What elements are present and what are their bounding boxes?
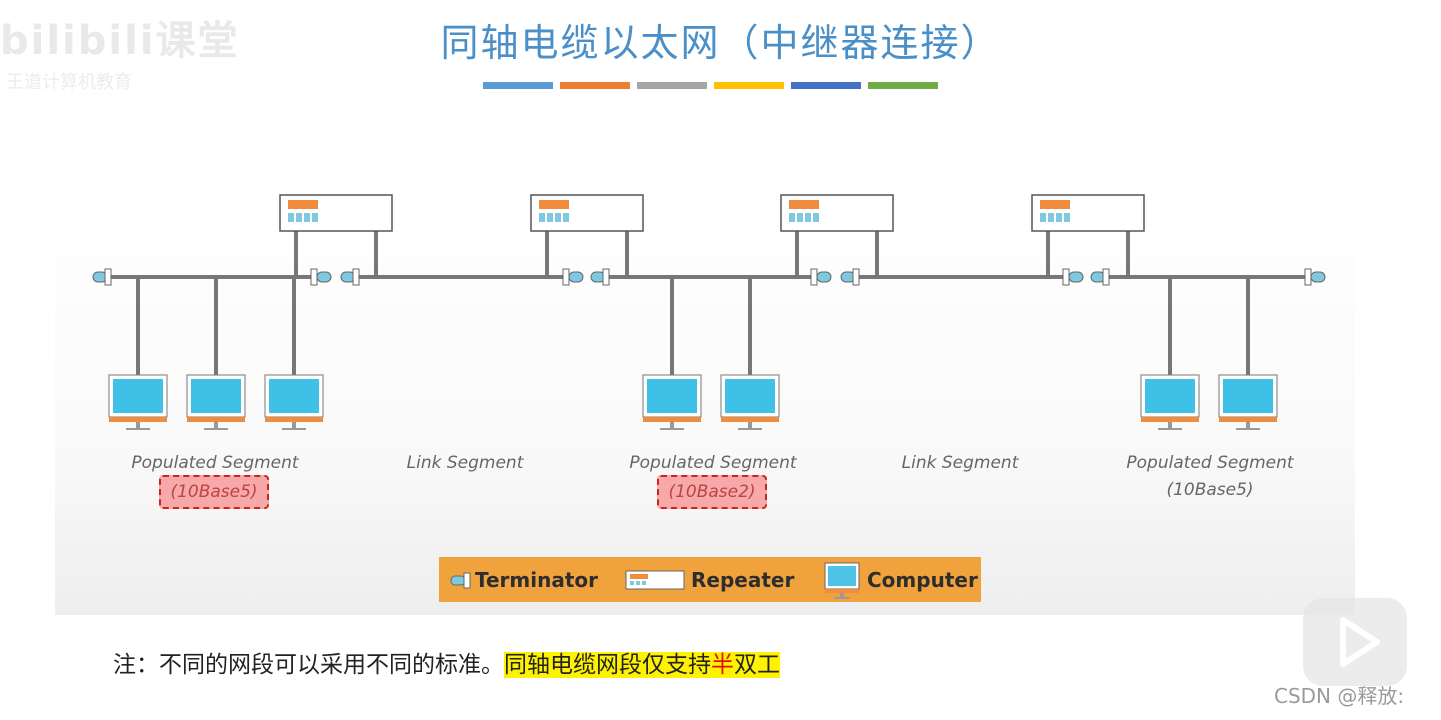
segment-label-3: Populated Segment: [629, 453, 797, 473]
note-highlight-b: 双工: [734, 652, 780, 678]
note-highlight: 同轴电缆网段仅支持半双工: [504, 652, 780, 678]
color-bar-6: [868, 82, 938, 89]
repeater-port: [296, 213, 302, 222]
repeater-port: [1056, 213, 1062, 222]
computer-screen: [191, 379, 241, 413]
terminator: [810, 268, 832, 286]
segment-label-5: Populated Segment: [1126, 453, 1294, 473]
computer-stand: [214, 422, 218, 428]
repeater-port: [805, 213, 811, 222]
computer-screen: [113, 379, 163, 413]
segment-standard-1: (10Base5): [159, 475, 269, 509]
computer-screen: [647, 379, 697, 413]
computer-foot: [1158, 428, 1182, 430]
network-topology: [92, 194, 1326, 430]
repeater-port: [789, 213, 795, 222]
legend-terminator-label: Terminator: [475, 567, 599, 592]
segment-label-4: Link Segment: [901, 453, 1019, 473]
note-text: 注：不同的网段可以采用不同的标准。同轴电缆网段仅支持半双工: [113, 645, 780, 679]
terminator: [310, 268, 332, 286]
repeater-port: [1064, 213, 1070, 222]
terminator: [1304, 268, 1326, 286]
note-prefix: 注：不同的网段可以采用不同的标准。: [113, 652, 504, 678]
play-icon: [1340, 617, 1380, 667]
repeater-icon: [625, 570, 685, 589]
repeater-port: [288, 213, 294, 222]
color-bar-4: [714, 82, 784, 89]
computer-base: [109, 417, 167, 422]
repeater-port: [813, 213, 819, 222]
repeater-port: [547, 213, 553, 222]
computer-base: [187, 417, 245, 422]
terminator: [840, 268, 860, 286]
note-highlight-a: 同轴电缆网段仅支持: [504, 652, 711, 678]
terminator: [340, 268, 360, 286]
repeater-display: [1040, 200, 1070, 209]
computer-stand: [670, 422, 674, 428]
network-diagram: Populated Segment (10Base5) Link Segment…: [55, 175, 1355, 615]
credit-watermark: CSDN @释放:: [1274, 684, 1405, 708]
segment-label-2: Link Segment: [406, 453, 524, 473]
computer-foot: [204, 428, 228, 430]
terminator-icon: [450, 572, 471, 588]
computer-screen: [1145, 379, 1195, 413]
computer-foot: [738, 428, 762, 430]
repeater-port: [312, 213, 318, 222]
repeater-port: [1048, 213, 1054, 222]
color-bar-3: [637, 82, 707, 89]
play-button[interactable]: [1303, 598, 1407, 686]
repeater-port: [539, 213, 545, 222]
computer-base: [1219, 417, 1277, 422]
legend-terminator: Terminator: [449, 557, 598, 602]
watermark-logo: bilibili课堂: [0, 18, 240, 64]
computer-base: [721, 417, 779, 422]
page-title: 同轴电缆以太网（中继器连接）: [440, 21, 1001, 65]
segment-standard-3: (10Base2): [657, 475, 767, 509]
repeater-port: [1040, 213, 1046, 222]
note-highlight-red: 半: [711, 652, 734, 678]
computer-foot: [282, 428, 306, 430]
computer-stand: [136, 422, 140, 428]
computer-screen: [1223, 379, 1273, 413]
segment-label-1: Populated Segment: [131, 453, 299, 473]
color-bar-strip: [483, 82, 938, 89]
computer-stand: [292, 422, 296, 428]
legend-computer: Computer: [823, 557, 978, 602]
color-bar-1: [483, 82, 553, 89]
terminator: [1090, 268, 1110, 286]
computer-foot: [1236, 428, 1260, 430]
computer-foot: [126, 428, 150, 430]
repeater-port: [563, 213, 569, 222]
color-bar-5: [791, 82, 861, 89]
terminator: [92, 268, 112, 286]
computer-foot: [660, 428, 684, 430]
terminator: [562, 268, 584, 286]
legend-repeater-label: Repeater: [691, 567, 795, 592]
repeater-display: [539, 200, 569, 209]
repeater-port: [304, 213, 310, 222]
computer-stand: [1246, 422, 1250, 428]
segment-standard-5: (10Base5): [1166, 480, 1254, 500]
computer-base: [1141, 417, 1199, 422]
terminator: [1062, 268, 1084, 286]
legend: Terminator Repeater Computer: [439, 557, 981, 602]
computer-icon: [824, 562, 860, 599]
computer-screen: [725, 379, 775, 413]
terminator: [590, 268, 610, 286]
repeater-port: [555, 213, 561, 222]
repeater-port: [797, 213, 803, 222]
computer-base: [265, 417, 323, 422]
computer-screen: [269, 379, 319, 413]
color-bar-2: [560, 82, 630, 89]
computer-base: [643, 417, 701, 422]
repeater-display: [288, 200, 318, 209]
watermark-subtitle: 王道计算机教育: [6, 72, 132, 93]
legend-repeater: Repeater: [625, 557, 794, 602]
computer-stand: [748, 422, 752, 428]
computer-stand: [1168, 422, 1172, 428]
repeater-display: [789, 200, 819, 209]
legend-computer-label: Computer: [867, 567, 978, 592]
